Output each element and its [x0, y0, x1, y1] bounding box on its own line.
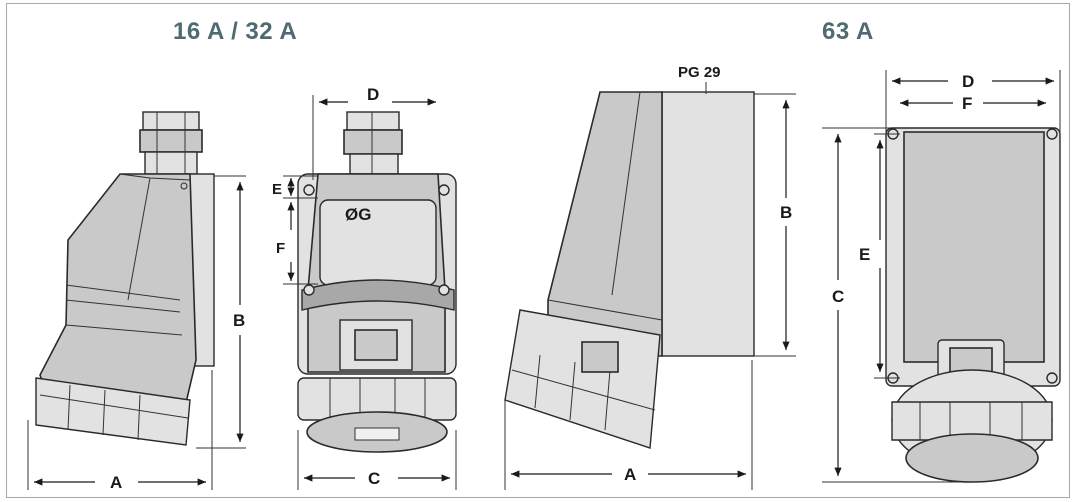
- label-e1: E: [272, 181, 282, 198]
- label-f2: F: [962, 94, 972, 113]
- label-c1: C: [368, 469, 380, 488]
- label-c2: C: [832, 287, 844, 306]
- label-a2: A: [624, 465, 636, 484]
- label-e2: E: [859, 245, 870, 264]
- label-b2: B: [780, 203, 792, 222]
- label-pg29: PG 29: [678, 64, 721, 81]
- label-d1: D: [367, 85, 379, 104]
- socket-side-view-16-32a: [35, 111, 215, 446]
- socket-front-view-63a: [885, 127, 1061, 483]
- socket-side-view-63a: [504, 91, 755, 449]
- heading-16a-32a: 16 A / 32 A: [173, 18, 298, 45]
- label-d2: D: [962, 72, 974, 91]
- label-f1: F: [276, 240, 285, 257]
- label-og: ØG: [345, 205, 371, 224]
- label-b1: B: [233, 311, 245, 330]
- heading-63a: 63 A: [822, 18, 874, 45]
- socket-front-view-16-32a: [297, 111, 457, 453]
- label-a1: A: [110, 473, 122, 492]
